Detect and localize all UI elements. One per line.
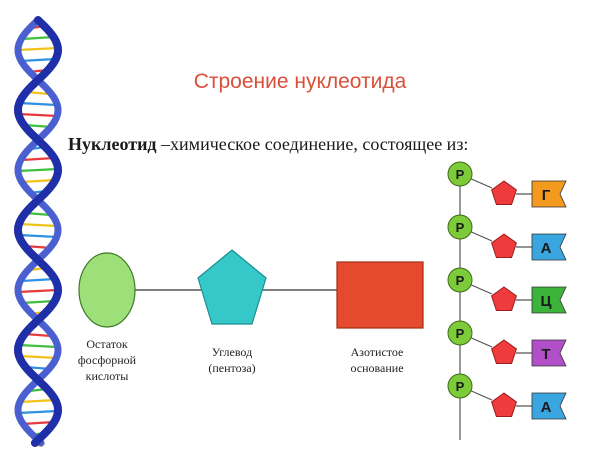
base-label: Азотистое основание xyxy=(350,345,404,375)
chain-base-letter: Г xyxy=(542,187,551,204)
chain-phosphate xyxy=(447,161,473,187)
chain-base-letter: А xyxy=(541,399,552,416)
chain-nucleotide: PГ xyxy=(447,161,567,208)
chain-phosphate-letter: P xyxy=(456,273,465,288)
chain-phosphate-letter: P xyxy=(456,220,465,235)
chain-base-letter: Т xyxy=(541,346,550,363)
chain-sugar xyxy=(491,286,517,311)
helix-rung xyxy=(20,398,56,404)
definition-text: –химическое соединение, состоящее из: xyxy=(156,134,469,154)
phosphate-circle xyxy=(78,252,136,328)
helix-strand-back xyxy=(14,16,62,447)
helix-rung xyxy=(20,178,56,184)
helix-strand-front xyxy=(13,16,63,447)
helix-rung xyxy=(21,299,55,305)
dna-helix-illustration xyxy=(13,16,63,448)
helix-rung xyxy=(21,156,55,162)
chain-base xyxy=(531,339,567,367)
helix-rung xyxy=(21,277,55,283)
chain-base xyxy=(531,392,567,420)
nucleotide-definition: Нуклеотид –химическое соединение, состоя… xyxy=(68,134,468,155)
helix-rung xyxy=(18,46,58,52)
chain-base-letter: А xyxy=(541,240,552,257)
chain-base xyxy=(531,286,567,314)
helix-rung xyxy=(17,288,59,294)
chain-phosphate-letter: P xyxy=(456,167,465,182)
chain-phosphate xyxy=(447,214,473,240)
page-title: Строение нуклеотида xyxy=(193,70,407,93)
chain-nucleotide: PТ xyxy=(447,320,567,367)
chain-sugar xyxy=(491,180,517,205)
chain-sugar xyxy=(491,339,517,364)
sugar-label: Углевод (пентоза) xyxy=(208,345,256,375)
chain-nucleotide: PА xyxy=(447,214,567,261)
helix-rung xyxy=(17,409,59,415)
helix-rung xyxy=(18,233,58,239)
chain-nucleotide: PА xyxy=(447,373,567,420)
chain-phosphate xyxy=(447,267,473,293)
helix-rung xyxy=(18,354,58,360)
chain-nucleotide: PЦ xyxy=(447,267,567,314)
helix-rung xyxy=(18,112,58,118)
chain-base-letter: Ц xyxy=(541,293,552,310)
helix-rung xyxy=(22,35,54,41)
chain-phosphate-letter: P xyxy=(456,326,465,341)
sugar-pentagon xyxy=(197,249,267,325)
helix-rung xyxy=(19,101,57,107)
chain-phosphate-letter: P xyxy=(456,379,465,394)
phosphate-label: Остаток фосфорной кислоты xyxy=(77,337,137,383)
chain-phosphate xyxy=(447,320,473,346)
chain-sugar xyxy=(491,233,517,258)
helix-rung xyxy=(20,57,56,63)
base-square xyxy=(336,261,424,329)
chain-base xyxy=(531,180,567,208)
helix-rung xyxy=(17,167,59,173)
helix-rung xyxy=(18,343,58,349)
definition-term: Нуклеотид xyxy=(68,134,157,154)
helix-rung xyxy=(18,222,58,228)
chain-sugar xyxy=(491,392,517,417)
chain-phosphate xyxy=(447,373,473,399)
nucleotide-scheme xyxy=(78,249,424,329)
chain-base xyxy=(531,233,567,261)
